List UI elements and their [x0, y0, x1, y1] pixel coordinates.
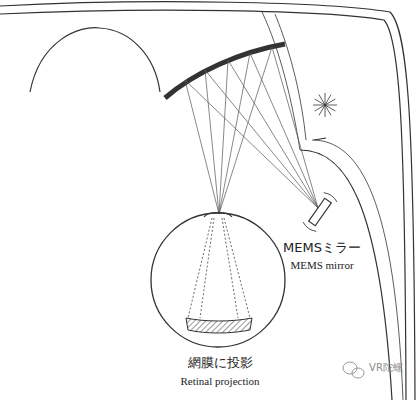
projection-cone — [188, 218, 250, 318]
part-label: MEMS mirror — [290, 259, 353, 271]
retina-image — [186, 318, 252, 333]
mems-mirror — [302, 191, 338, 233]
light-source — [313, 93, 337, 117]
lens-outline — [30, 28, 160, 92]
light-rays — [185, 47, 318, 214]
eyeball — [151, 213, 285, 347]
watermark: VR陀螺 — [369, 362, 403, 373]
figure-caption: 網膜に投影 — [188, 356, 253, 370]
pupil — [204, 213, 232, 218]
part-label: MEMSミラー — [283, 241, 361, 255]
frame-edge — [262, 12, 300, 150]
frame-inner — [0, 10, 406, 400]
dash — [314, 138, 326, 140]
figure-caption: Retinal projection — [180, 375, 259, 387]
watermark-icon — [343, 362, 364, 378]
reflector — [165, 44, 285, 98]
